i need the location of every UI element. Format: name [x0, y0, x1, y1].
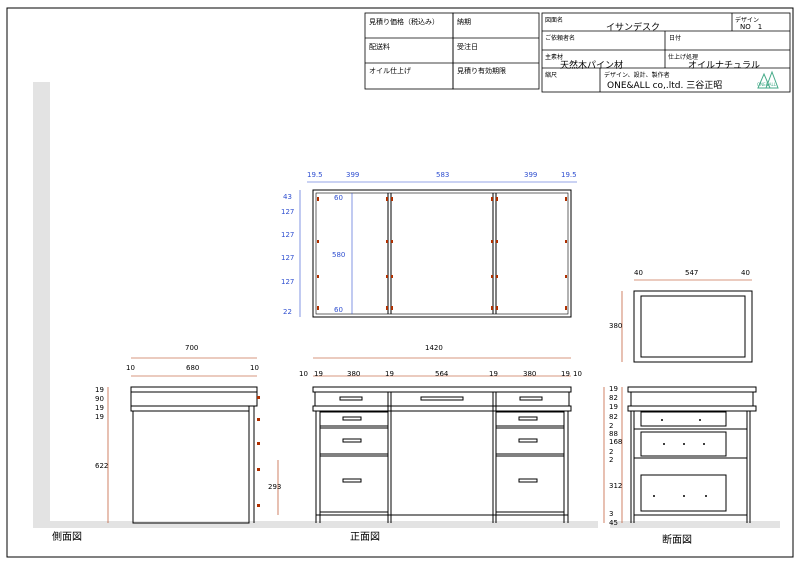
- section-v-7: 168: [609, 438, 623, 446]
- top-dim-v-2: 127: [281, 231, 295, 239]
- section-view-dots: [653, 419, 707, 497]
- front-view-caption: 正面図: [350, 532, 380, 543]
- top-dim-v-5: 22: [283, 308, 292, 316]
- material: 天然木パイン材: [560, 61, 624, 71]
- section-v-8: 2: [609, 456, 614, 464]
- section-v-11: 45: [609, 519, 618, 527]
- finish-label: 仕上げ処理: [668, 54, 699, 61]
- design-no-label: デザイン: [735, 17, 760, 24]
- front-dim-part-2: 380: [347, 370, 361, 378]
- side-view-dim-lines: [107, 357, 279, 523]
- front-dim-part-5: 19: [489, 370, 498, 378]
- estimate-label: 見積り価格（税込み）: [369, 18, 439, 26]
- section-height-dim: 380: [609, 322, 623, 330]
- top-view: [312, 189, 572, 318]
- front-dim-part-8: 10: [573, 370, 582, 378]
- top-dim-h-0: 19.5: [307, 171, 323, 179]
- side-dim-v-2: 19: [95, 404, 104, 412]
- top-dim-inner-0: 60: [334, 194, 343, 202]
- side-dim-part-1: 680: [186, 364, 200, 372]
- front-dim-width: 1420: [425, 344, 443, 352]
- front-dim-part-3: 19: [385, 370, 394, 378]
- client-label: ご依頼者名: [545, 35, 576, 42]
- section-v-1: 82: [609, 394, 618, 402]
- section-v-5: 88: [609, 430, 618, 438]
- side-dim-v-1: 90: [95, 395, 104, 403]
- top-dim-v-3: 127: [281, 254, 295, 262]
- material-label: 主素材: [545, 54, 564, 61]
- date-label: 日付: [669, 35, 682, 42]
- sheet-border: [6, 7, 794, 558]
- order-date-label: 受注日: [457, 43, 478, 51]
- top-dim-h-4: 19.5: [561, 171, 577, 179]
- top-dim-h-1: 399: [346, 171, 360, 179]
- delivery-label: 納期: [457, 18, 471, 26]
- front-dim-part-7: 19: [561, 370, 570, 378]
- top-dim-h-2: 583: [436, 171, 450, 179]
- side-dim-v-0: 19: [95, 386, 104, 394]
- top-view-markers: [317, 197, 567, 310]
- section-v-3: 82: [609, 413, 618, 421]
- oil-label: オイル仕上げ: [369, 67, 411, 75]
- front-view-dim-lines: [313, 357, 571, 377]
- section-top-dims: [621, 279, 752, 362]
- top-dim-v-1: 127: [281, 208, 295, 216]
- front-dim-part-0: 10: [299, 370, 308, 378]
- title-block-grid: [364, 12, 791, 93]
- side-dim-leg: 622: [95, 462, 109, 470]
- side-dim-width: 700: [185, 344, 199, 352]
- section-v-10: 3: [609, 510, 614, 518]
- design-no: NO 1: [740, 23, 763, 31]
- logo-mark: [757, 70, 779, 89]
- section-view-caption: 断面図: [662, 535, 692, 546]
- maker: ONE&ALL co,.ltd. 三谷正昭: [607, 81, 723, 91]
- section-top-dim-1: 547: [685, 269, 699, 277]
- section-v-6: 2: [609, 448, 614, 456]
- side-view-markers: [257, 396, 260, 507]
- section-top-dim-2: 40: [741, 269, 750, 277]
- top-view-dim-lines: [299, 181, 577, 317]
- side-dim-part-2: 10: [250, 364, 259, 372]
- side-view-caption: 側面図: [52, 532, 82, 543]
- front-dim-part-1: 19: [314, 370, 323, 378]
- front-dim-part-6: 380: [523, 370, 537, 378]
- section-v-4: 2: [609, 422, 614, 430]
- front-view: [312, 386, 572, 523]
- shipping-label: 配送料: [369, 43, 390, 51]
- floor-shade-main: [33, 521, 598, 528]
- side-dim-drawer: 293: [268, 483, 282, 491]
- floor-shade-section: [610, 521, 780, 528]
- section-view: [627, 386, 757, 523]
- side-dim-v-3: 19: [95, 413, 104, 421]
- finish: オイルナチュラル: [688, 61, 761, 71]
- maker-label: デザイン、設計、製作者: [604, 72, 670, 79]
- top-dim-v-0: 43: [283, 193, 292, 201]
- side-dim-part-0: 10: [126, 364, 135, 372]
- section-v-0: 19: [609, 385, 618, 393]
- section-view-dim-lines: [603, 387, 623, 523]
- top-dim-h-3: 399: [524, 171, 538, 179]
- top-dim-inner-2: 60: [334, 306, 343, 314]
- drawing-name: イサンデスク: [606, 23, 661, 33]
- section-top-view: [633, 290, 753, 363]
- valid-label: 見積り有効期限: [457, 67, 506, 75]
- wall-shade: [33, 82, 50, 527]
- front-dim-part-4: 564: [435, 370, 449, 378]
- section-v-2: 19: [609, 403, 618, 411]
- top-dim-inner-1: 580: [332, 251, 346, 259]
- section-v-9: 312: [609, 482, 623, 490]
- section-top-dim-0: 40: [634, 269, 643, 277]
- side-view: [130, 386, 258, 524]
- scale-label: 縮尺: [545, 72, 558, 79]
- top-dim-v-4: 127: [281, 278, 295, 286]
- logo-text: ONE&ALL: [757, 82, 776, 87]
- drawing-name-label: 図面名: [545, 17, 564, 24]
- front-view-handles: [339, 396, 543, 483]
